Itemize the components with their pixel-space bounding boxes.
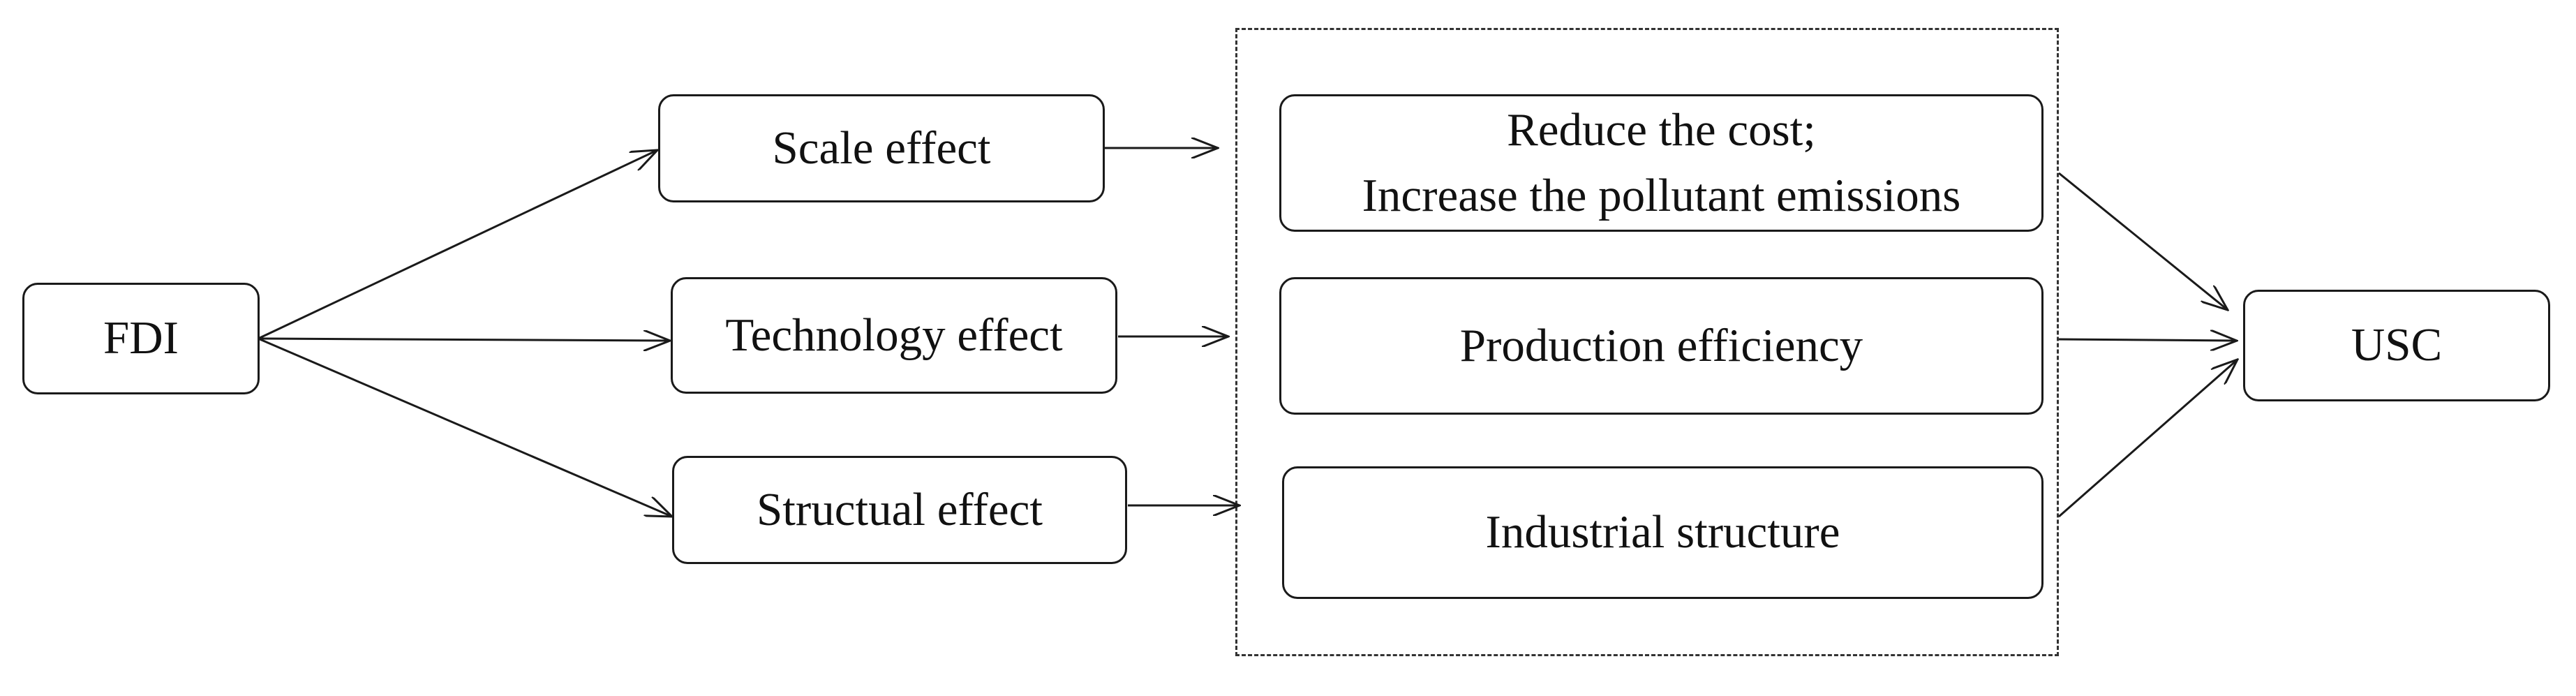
fdi-label: FDI xyxy=(103,312,179,364)
cost-emissions-line2: Increase the pollutant emissions xyxy=(1362,169,1961,221)
technology-effect-label: Technology effect xyxy=(725,309,1063,361)
production-efficiency-node: Production efficiency xyxy=(1279,277,2043,415)
arrow-fdi-to-technology xyxy=(258,339,670,341)
mechanism-group-frame xyxy=(1235,28,2059,656)
arrow-fdi-to-structural xyxy=(258,337,672,517)
scale-effect-label: Scale effect xyxy=(772,121,991,174)
arrow-cost-to-usc xyxy=(2058,172,2228,310)
usc-label: USC xyxy=(2351,319,2443,371)
industrial-structure-label: Industrial structure xyxy=(1485,506,1840,558)
structural-effect-label: Structual effect xyxy=(757,483,1043,535)
usc-node: USC xyxy=(2243,290,2550,401)
arrow-efficiency-to-usc xyxy=(2058,339,2237,341)
fdi-node: FDI xyxy=(22,283,260,394)
arrow-fdi-to-scale xyxy=(258,150,657,340)
structural-effect-node: Structual effect xyxy=(672,456,1127,564)
technology-effect-node: Technology effect xyxy=(671,277,1117,394)
industrial-structure-node: Industrial structure xyxy=(1282,466,2043,599)
cost-emissions-line1: Reduce the cost; xyxy=(1507,103,1816,156)
cost-emissions-node: Reduce the cost; Increase the pollutant … xyxy=(1279,94,2043,232)
production-efficiency-label: Production efficiency xyxy=(1459,319,1863,371)
arrow-industrial-to-usc xyxy=(2058,360,2238,518)
scale-effect-node: Scale effect xyxy=(658,94,1105,202)
